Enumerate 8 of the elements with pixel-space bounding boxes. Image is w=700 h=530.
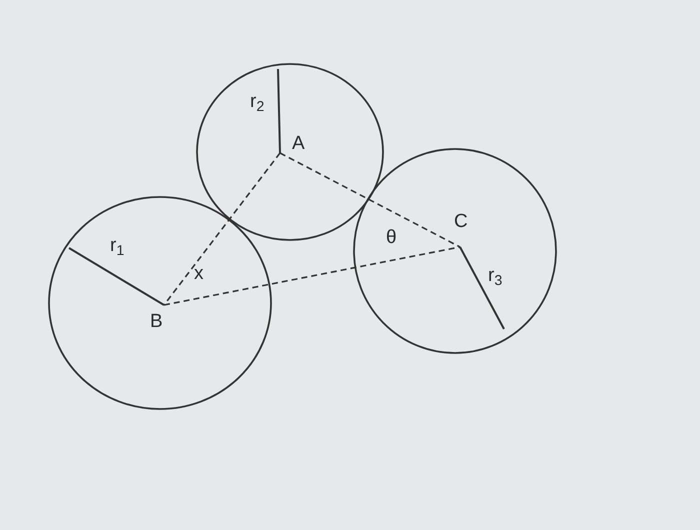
- point-label: C: [454, 212, 468, 231]
- point-label: θ: [386, 228, 397, 247]
- point-label: B: [150, 312, 163, 331]
- point-label: r$_{3}$: [488, 266, 502, 285]
- point-label: x: [194, 264, 204, 283]
- point-label: r$_{1}$: [110, 236, 124, 255]
- point-label: A: [292, 134, 305, 153]
- point-label: r$_{2}$: [250, 92, 264, 111]
